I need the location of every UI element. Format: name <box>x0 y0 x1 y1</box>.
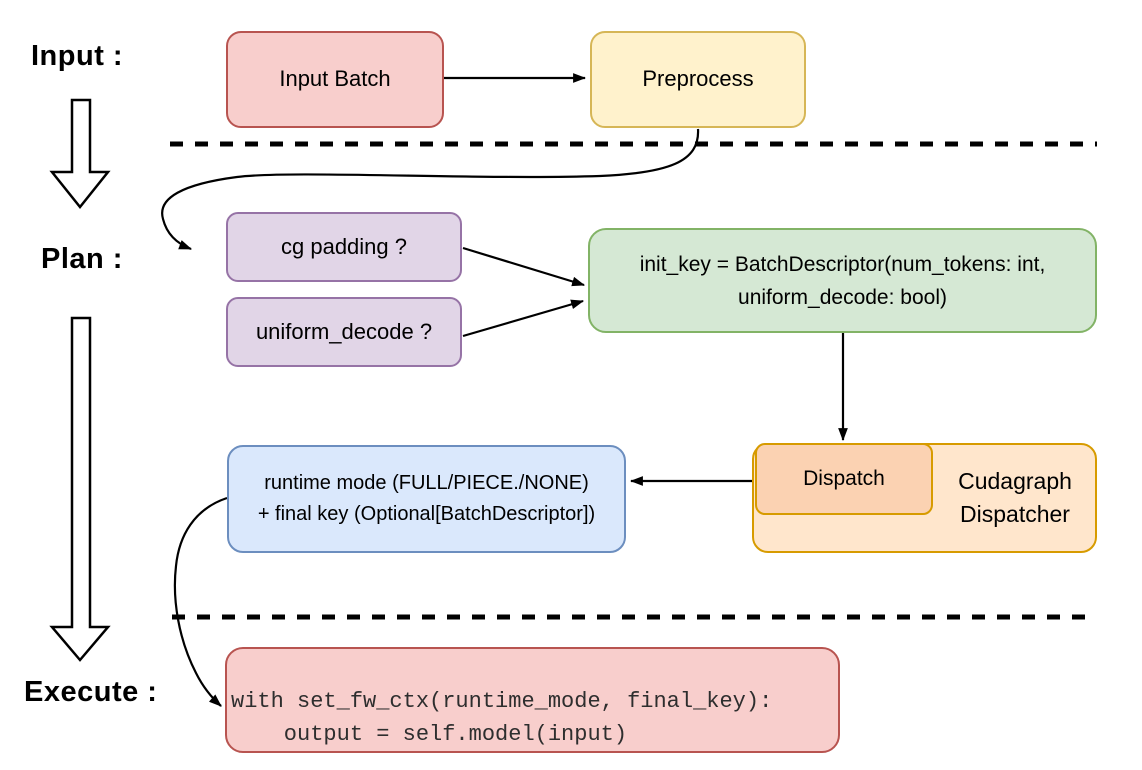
stage-label-plan: Plan : <box>41 243 123 275</box>
node-dispatch-label: Dispatch <box>803 467 885 491</box>
cudagraph-label-line1: Cudagraph <box>958 468 1072 494</box>
node-cudagraph-dispatcher-label: Cudagraph Dispatcher <box>933 443 1097 553</box>
node-runtime-mode-line1: runtime mode (FULL/PIECE./NONE) <box>264 472 589 494</box>
node-runtime-mode-line2: + final key (Optional[BatchDescriptor]) <box>257 503 596 525</box>
stage-label-execute: Execute : <box>24 676 158 708</box>
node-uniform-decode: uniform_decode ? <box>226 297 462 367</box>
node-runtime-mode: runtime mode (FULL/PIECE./NONE) + final … <box>227 445 626 553</box>
node-cg-padding-label: cg padding ? <box>281 233 407 259</box>
node-init-key: init_key = BatchDescriptor(num_tokens: i… <box>588 228 1097 333</box>
node-execute-code: with set_fw_ctx(runtime_mode, final_key)… <box>225 647 840 753</box>
connector-uniformdecode-to-initkey <box>462 299 585 338</box>
connector-cgpadding-to-initkey <box>462 246 586 287</box>
connector-preprocess-to-cgpadding <box>161 128 700 251</box>
flow-arrow-plan-to-execute-icon <box>49 316 111 662</box>
node-preprocess-label: Preprocess <box>642 66 754 92</box>
flow-arrow-input-to-plan-icon <box>49 98 111 210</box>
cudagraph-label-line2: Dispatcher <box>960 501 1070 527</box>
node-uniform-decode-label: uniform_decode ? <box>255 318 433 344</box>
node-cg-padding: cg padding ? <box>226 212 462 282</box>
connector-runtime-to-executecode <box>173 496 228 707</box>
node-dispatch: Dispatch <box>755 443 933 515</box>
node-init-key-line1: init_key = BatchDescriptor(num_tokens: i… <box>639 252 1046 276</box>
node-init-key-line2: uniform_decode: bool) <box>738 285 947 309</box>
execute-code-line1: with set_fw_ctx(runtime_mode, final_key)… <box>231 689 773 714</box>
node-preprocess: Preprocess <box>590 31 806 128</box>
execute-code-line2: output = self.model(input) <box>231 722 628 747</box>
stage-label-input: Input : <box>31 40 124 72</box>
node-input-batch-label: Input Batch <box>279 66 391 92</box>
node-input-batch: Input Batch <box>226 31 444 128</box>
